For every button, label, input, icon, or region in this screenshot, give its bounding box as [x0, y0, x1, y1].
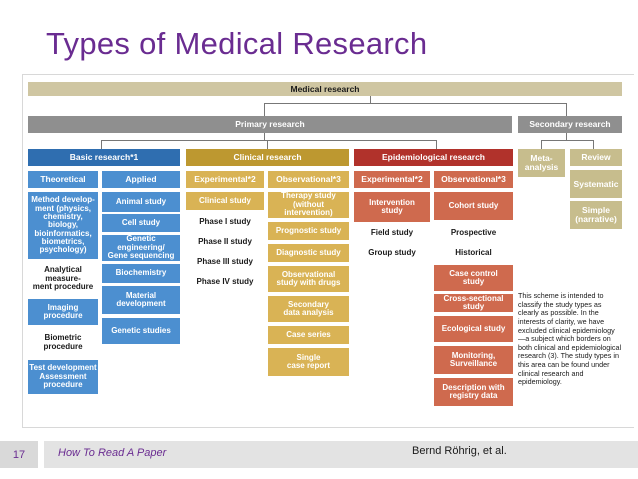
epi-observational-header: Observational*3 — [434, 171, 513, 188]
footer-title: How To Read A Paper — [58, 447, 167, 459]
analytical-measurement-box: Analytical measure- ment procedure — [28, 264, 98, 294]
connector-line — [566, 133, 567, 141]
phase-4-study-box: Phase IV study — [186, 273, 264, 291]
imaging-procedure-box: Imaging procedure — [28, 299, 98, 325]
phase-2-study-box: Phase II study — [186, 233, 264, 251]
connector-line — [593, 140, 594, 149]
case-control-study-box: Case control study — [434, 265, 513, 291]
connector-line — [264, 103, 566, 104]
connector-line — [436, 140, 437, 149]
page-number: 17 — [0, 441, 38, 468]
biometric-procedure-box: Biometric procedure — [28, 329, 98, 356]
historical-box: Historical — [434, 244, 513, 262]
connector-line — [264, 103, 265, 116]
footer-author: Bernd Röhrig, et al. — [412, 445, 507, 457]
basic-research-header: Basic research*1 — [28, 149, 180, 166]
prognostic-study-box: Prognostic study — [268, 222, 349, 240]
applied-header: Applied — [102, 171, 180, 188]
observational-drug-study-box: Observational study with drugs — [268, 266, 349, 292]
field-study-box: Field study — [354, 224, 430, 242]
therapy-study-box: Therapy study (without intervention) — [268, 192, 349, 218]
genetic-studies-box: Genetic studies — [102, 318, 180, 344]
case-series-box: Case series — [268, 326, 349, 344]
medical-research-box: Medical research — [28, 82, 622, 96]
diagram-note: This scheme is intended to classify the … — [518, 292, 622, 387]
connector-line — [264, 133, 265, 141]
registry-data-box: Description with registry data — [434, 378, 513, 406]
theoretical-header: Theoretical — [28, 171, 98, 188]
intervention-study-box: Intervention study — [354, 192, 430, 222]
meta-analysis-box: Meta- analysis — [518, 149, 565, 177]
diagram-frame — [22, 74, 634, 428]
slide-title: Types of Medical Research — [46, 26, 428, 61]
diagnostic-study-box: Diagnostic study — [268, 244, 349, 262]
connector-line — [541, 140, 593, 141]
phase-3-study-box: Phase III study — [186, 253, 264, 271]
cohort-study-box: Cohort study — [434, 192, 513, 220]
review-box: Review — [570, 149, 622, 166]
material-development-box: Material development — [102, 286, 180, 314]
epi-experimental-header: Experimental*2 — [354, 171, 430, 188]
ecological-study-box: Ecological study — [434, 316, 513, 342]
clinical-study-box: Clinical study — [186, 192, 264, 210]
phase-1-study-box: Phase I study — [186, 213, 264, 231]
single-case-report-box: Single case report — [268, 348, 349, 376]
connector-line — [101, 140, 436, 141]
systematic-review-box: Systematic — [570, 170, 622, 198]
prospective-box: Prospective — [434, 224, 513, 242]
test-development-box: Test development Assessment procedure — [28, 360, 98, 394]
epidemiological-research-header: Epidemiological research — [354, 149, 513, 166]
connector-line — [101, 140, 102, 149]
connector-line — [267, 140, 268, 149]
connector-line — [370, 96, 371, 104]
cell-study-box: Cell study — [102, 214, 180, 232]
clinical-research-header: Clinical research — [186, 149, 349, 166]
secondary-data-analysis-box: Secondary data analysis — [268, 296, 349, 322]
monitoring-surveillance-box: Monitoring, Surveillance — [434, 346, 513, 374]
clinical-observational-header: Observational*3 — [268, 171, 349, 188]
group-study-box: Group study — [354, 244, 430, 262]
footer-bar — [44, 441, 638, 468]
simple-review-box: Simple (narrative) — [570, 201, 622, 229]
method-development-box: Method develop- ment (physics, chemistry… — [28, 192, 98, 259]
secondary-research-box: Secondary research — [518, 116, 622, 133]
clinical-experimental-header: Experimental*2 — [186, 171, 264, 188]
connector-line — [541, 140, 542, 149]
connector-line — [566, 103, 567, 116]
animal-study-box: Animal study — [102, 192, 180, 212]
genetic-engineering-box: Genetic engineering/ Gene sequencing — [102, 235, 180, 261]
biochemistry-box: Biochemistry — [102, 264, 180, 283]
primary-research-box: Primary research — [28, 116, 512, 133]
cross-sectional-study-box: Cross-sectional study — [434, 294, 513, 312]
